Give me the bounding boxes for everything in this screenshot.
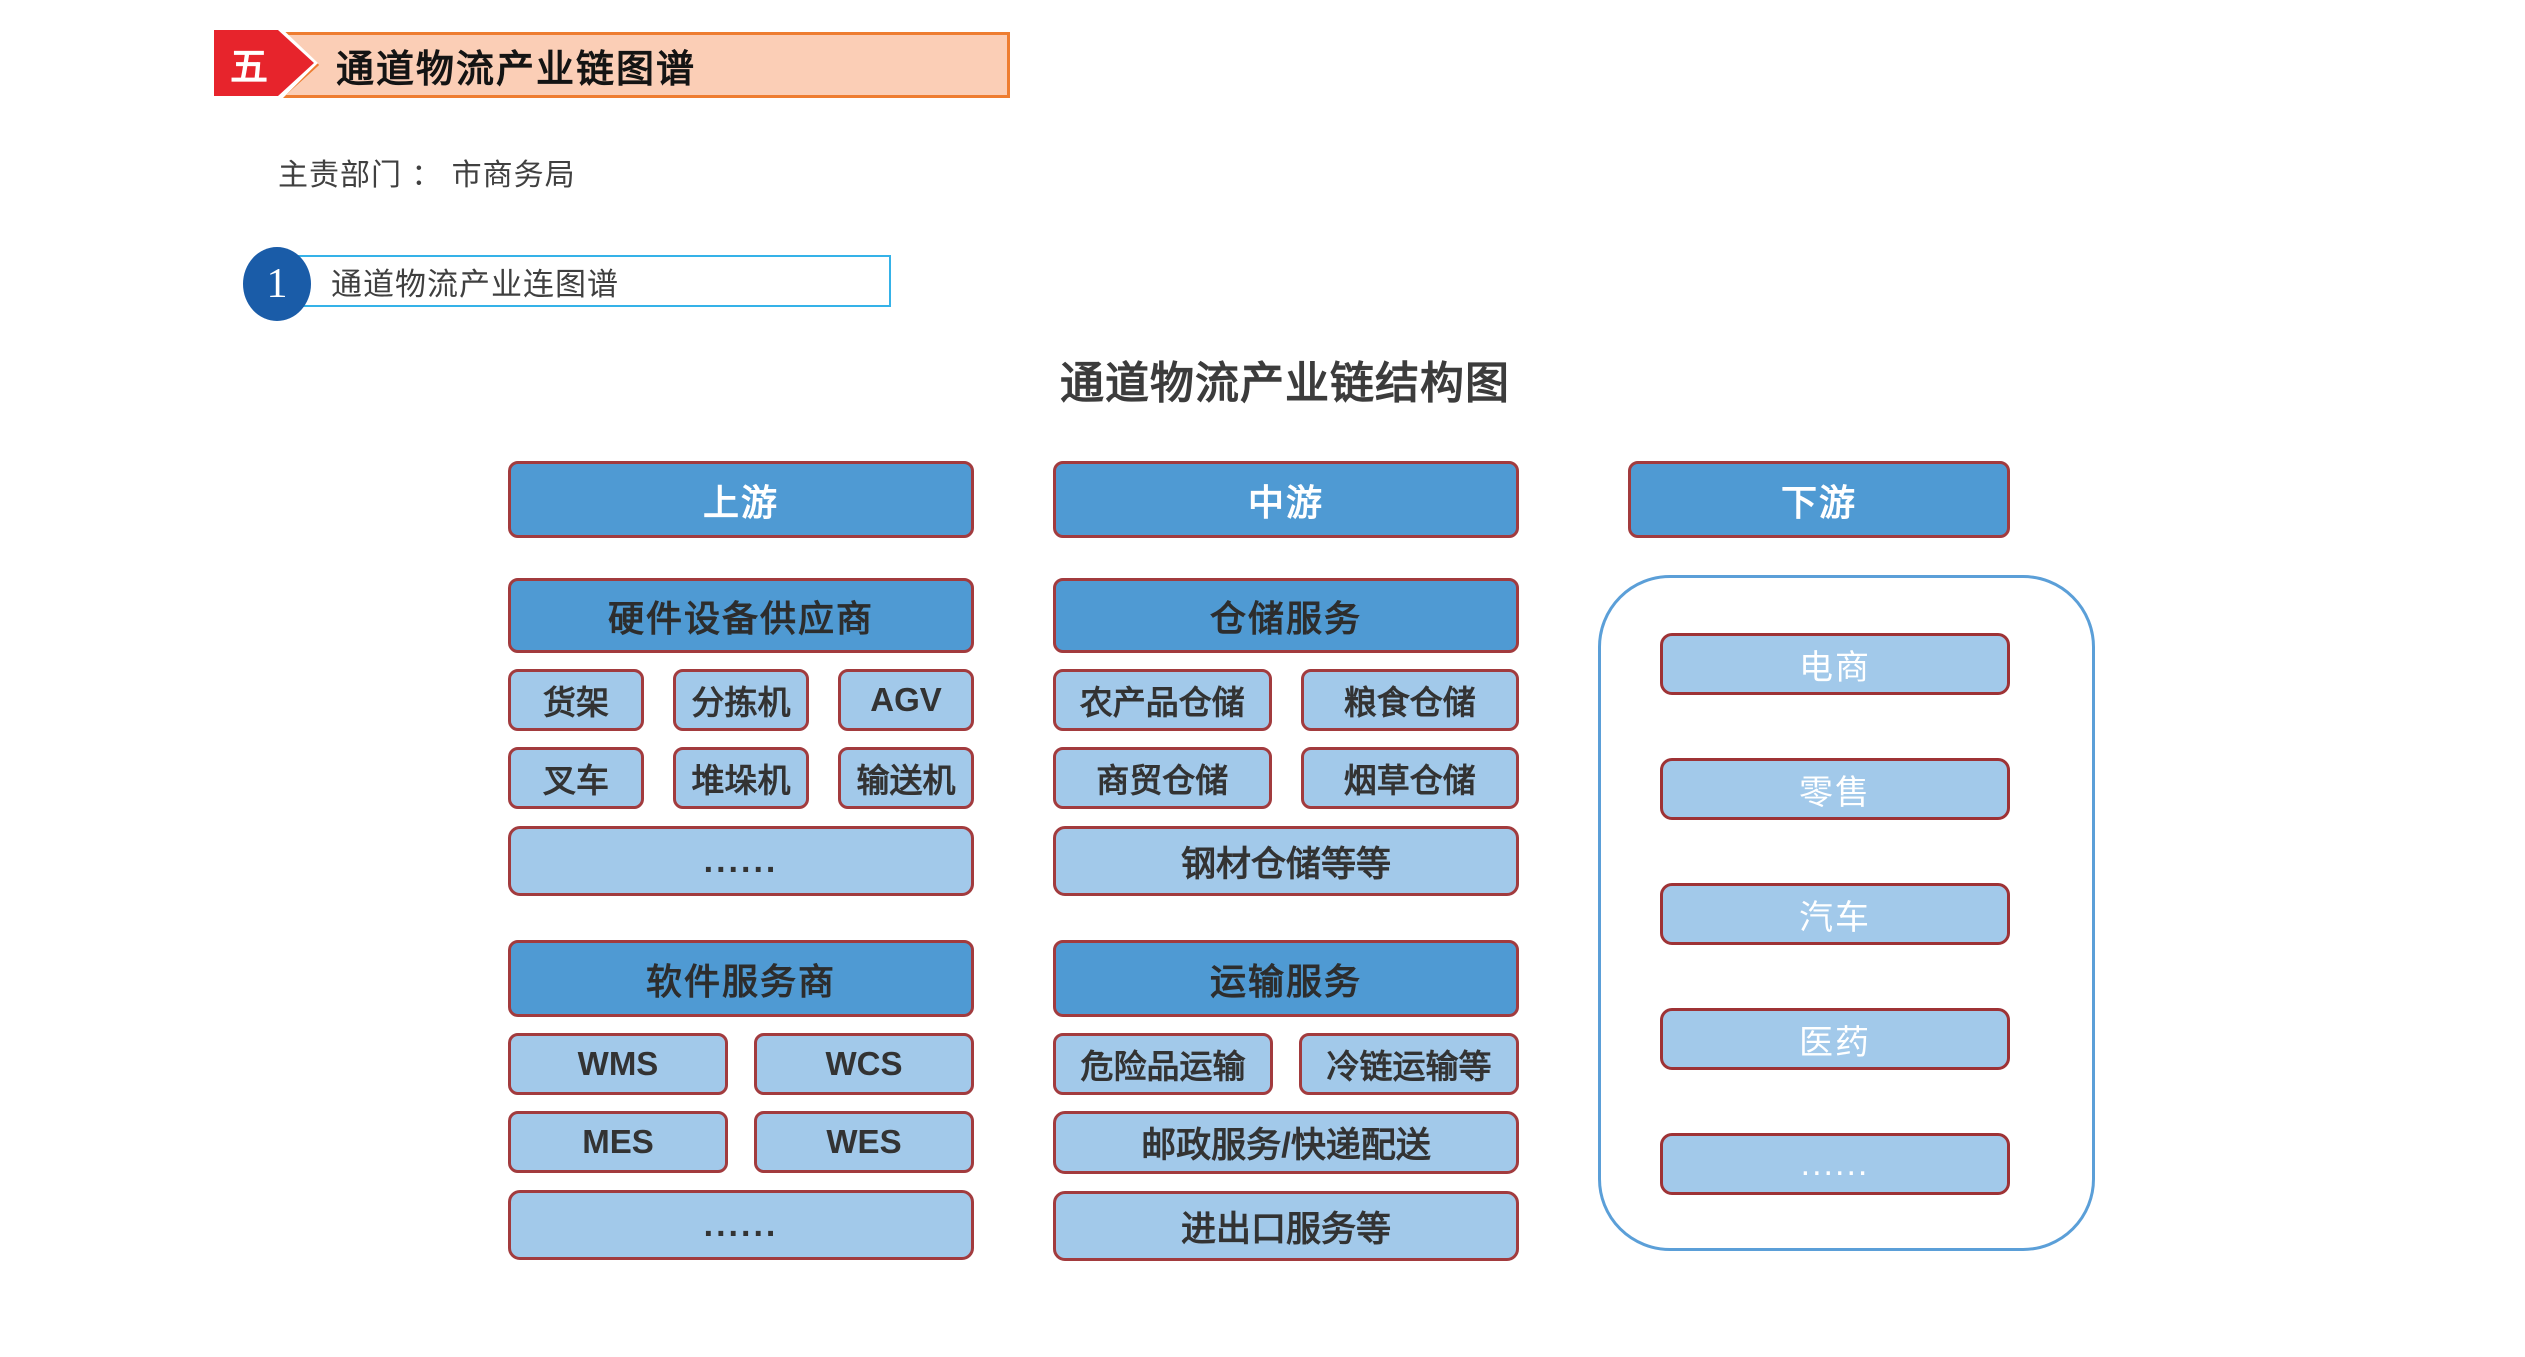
section-title: 通道物流产业链图谱 xyxy=(336,48,697,91)
upstream-column-header: 上游 xyxy=(508,461,974,538)
software-section-header: 软件服务商 xyxy=(508,940,974,1017)
downstream-container: 电商 零售 汽车 医药 ...... xyxy=(1598,575,2095,1251)
hardware-chip: 叉车 xyxy=(508,747,644,809)
software-chip: WCS xyxy=(754,1033,974,1095)
upstream-column: 上游 硬件设备供应商 货架 分拣机 AGV 叉车 堆垛机 输送机 ...... … xyxy=(508,461,974,1260)
diagram-title: 通道物流产业链结构图 xyxy=(1060,359,1510,408)
item-title-box: 通道物流产业连图谱 xyxy=(263,255,891,307)
warehousing-chip: 商贸仓储 xyxy=(1053,747,1272,809)
hardware-chip-row: 货架 分拣机 AGV xyxy=(508,669,974,731)
software-chip: WMS xyxy=(508,1033,728,1095)
warehousing-section-header: 仓储服务 xyxy=(1053,578,1519,653)
downstream-column-header: 下游 xyxy=(1628,461,2010,538)
midstream-column: 中游 仓储服务 农产品仓储 粮食仓储 商贸仓储 烟草仓储 钢材仓储等等 运输服务… xyxy=(1053,461,1519,1261)
hardware-chip: 货架 xyxy=(508,669,644,731)
warehousing-chip-row: 商贸仓储 烟草仓储 xyxy=(1053,747,1519,809)
software-chip: WES xyxy=(754,1111,974,1173)
hardware-section-header: 硬件设备供应商 xyxy=(508,578,974,653)
midstream-column-header: 中游 xyxy=(1053,461,1519,538)
downstream-bar: 汽车 xyxy=(1660,883,2010,945)
item-number-circle: 1 xyxy=(243,247,311,321)
transport-wide-box: 进出口服务等 xyxy=(1053,1191,1519,1261)
hardware-more-box: ...... xyxy=(508,826,974,896)
downstream-bar-list: 电商 零售 汽车 医药 ...... xyxy=(1660,633,2010,1195)
department-line: 主责部门 ： 市商务局 xyxy=(278,159,576,192)
software-chip-row: MES WES xyxy=(508,1111,974,1173)
warehousing-chip: 烟草仓储 xyxy=(1300,747,1519,809)
downstream-bar: 零售 xyxy=(1660,758,2010,820)
software-chip-row: WMS WCS xyxy=(508,1033,974,1095)
banner-fill-shape xyxy=(286,35,1007,95)
software-more-box: ...... xyxy=(508,1190,974,1260)
hardware-chip: 输送机 xyxy=(838,747,974,809)
software-chip: MES xyxy=(508,1111,728,1173)
warehousing-chip: 农产品仓储 xyxy=(1053,669,1272,731)
hardware-chip: 分拣机 xyxy=(673,669,809,731)
transport-wide-box: 邮政服务/快递配送 xyxy=(1053,1111,1519,1174)
transport-chip-row: 危险品运输 冷链运输等 xyxy=(1053,1033,1519,1095)
warehousing-chip-row: 农产品仓储 粮食仓储 xyxy=(1053,669,1519,731)
transport-section-header: 运输服务 xyxy=(1053,940,1519,1017)
warehousing-chip: 粮食仓储 xyxy=(1300,669,1519,731)
hardware-chip: 堆垛机 xyxy=(673,747,809,809)
hardware-chip-row: 叉车 堆垛机 输送机 xyxy=(508,747,974,809)
transport-chip: 危险品运输 xyxy=(1053,1033,1273,1095)
warehousing-more-box: 钢材仓储等等 xyxy=(1053,826,1519,896)
downstream-bar: ...... xyxy=(1660,1133,2010,1195)
transport-chip: 冷链运输等 xyxy=(1299,1033,1519,1095)
section-banner xyxy=(283,32,1010,98)
downstream-bar: 电商 xyxy=(1660,633,2010,695)
downstream-bar: 医药 xyxy=(1660,1008,2010,1070)
hardware-chip: AGV xyxy=(838,669,974,731)
